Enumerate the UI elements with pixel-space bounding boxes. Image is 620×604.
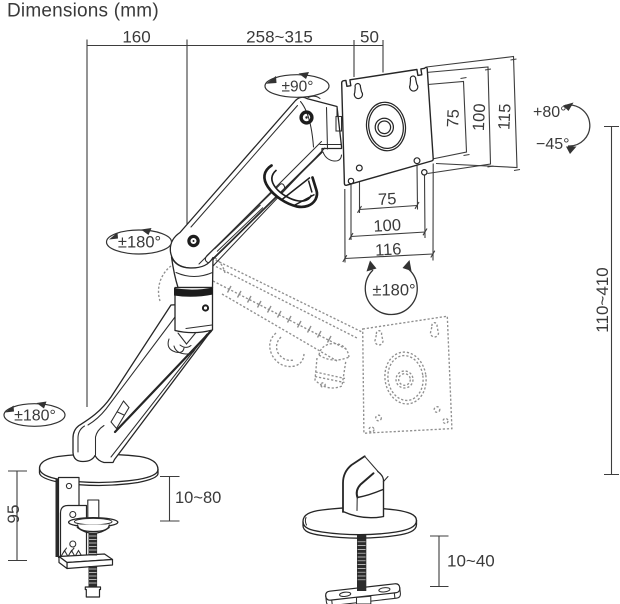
svg-text:100: 100 [470,103,489,131]
svg-text:100: 100 [373,216,401,235]
svg-text:10~80: 10~80 [175,489,221,507]
svg-text:75: 75 [378,190,397,209]
svg-text:95: 95 [4,505,23,524]
svg-text:10~40: 10~40 [447,552,495,571]
svg-text:116: 116 [375,240,402,259]
svg-text:160: 160 [122,28,150,47]
svg-text:+80°: +80° [533,104,567,121]
svg-text:−45°: −45° [536,136,570,153]
svg-text:±180°: ±180° [372,282,415,300]
svg-text:50: 50 [360,28,379,47]
svg-text:Dimensions (mm): Dimensions (mm) [7,1,159,22]
svg-text:±180°: ±180° [14,408,56,425]
svg-text:115: 115 [495,103,514,130]
svg-text:110~410: 110~410 [593,267,612,332]
svg-text:75: 75 [444,109,463,128]
svg-text:±90°: ±90° [282,79,314,96]
svg-text:±180°: ±180° [118,234,161,252]
svg-text:258~315: 258~315 [246,28,313,47]
